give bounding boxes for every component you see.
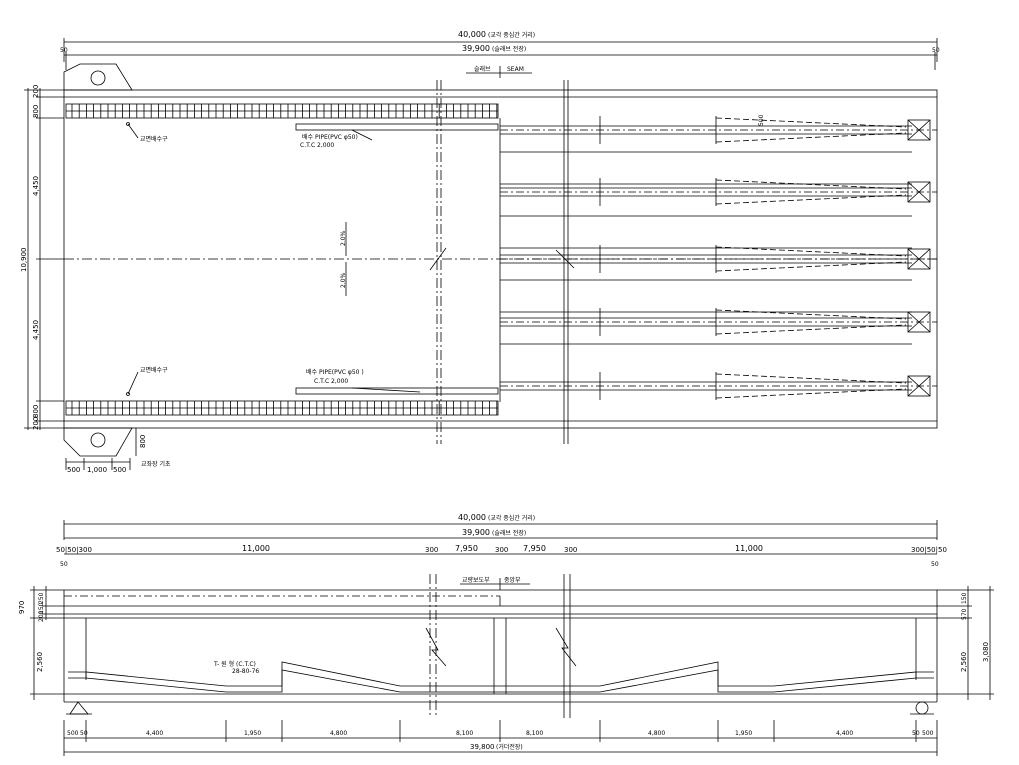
dim-250: 250: [38, 592, 45, 604]
pier-cap-bottom: 500 1,000 500 800 교좌장 기초: [63, 427, 171, 474]
b-50-r: 50: [912, 730, 920, 737]
tendon-note-1: T- 원 형 (C.T.C): [213, 660, 256, 668]
dim-570: 570: [961, 608, 968, 620]
slope-label-2: 2.0%: [340, 272, 347, 288]
elev-end-left: 50: [60, 561, 68, 568]
plan-overall-length: 40,000: [458, 30, 486, 39]
elev-center-right: 중앙부: [504, 576, 521, 584]
elev-seg-mid-b: 7,950: [523, 544, 546, 553]
slope-label-1: 2.0%: [340, 230, 347, 246]
elev-slab-length-note: (슬래브 전장): [492, 529, 526, 537]
dim-bot-a: 200: [32, 417, 40, 430]
elev-seg-300c: 300: [564, 546, 577, 554]
girder-line: [500, 308, 937, 336]
plan-girders: [500, 116, 937, 400]
tendon-note-2: 28-80-76: [232, 668, 259, 675]
girder-line: [500, 372, 937, 400]
b-8100-l: 8,100: [456, 730, 473, 737]
pipe-label-bottom-1: 배수 PIPE(PVC φ50 ): [306, 368, 364, 376]
b-500-r: 500: [922, 730, 934, 737]
elevation-deck: [63, 589, 938, 703]
elev-slab-length: 39,900: [462, 528, 490, 537]
pipe-label-top-2: C.T.C 2,000: [300, 142, 334, 149]
elev-seg-mid-a: 7,950: [455, 544, 478, 553]
dim-2560-left: 2,560: [36, 652, 44, 672]
dim-150r: 150: [961, 592, 968, 604]
pier-dim-a: 500: [67, 466, 80, 474]
railing-top: [65, 103, 499, 119]
pier-dim-v: 800: [139, 435, 147, 448]
b-4400-r: 4,400: [836, 730, 853, 737]
railing-top-posts: [71, 104, 498, 118]
dim-lower-half: 4,450: [32, 320, 40, 340]
b-50-l: 50: [80, 730, 88, 737]
plan-top-dimensions: 40,000 (교각 중심간 거리) 39,900 (슬래브 전장) 50 50…: [60, 30, 940, 78]
railing-bottom-posts: [71, 401, 498, 415]
pipe-label-top-1: 배수 PIPE(PVC φ50): [302, 133, 358, 141]
railing-bottom: [65, 400, 499, 416]
dim-150: 150: [38, 602, 45, 614]
elevation-right-dimensions: 150 570 2,560 3,080: [937, 586, 994, 700]
elev-center-left: 교량보도부: [462, 577, 490, 584]
dim-970: 970: [18, 601, 26, 614]
girder-line: [500, 116, 937, 144]
b-4400-l: 4,400: [146, 730, 163, 737]
dim-3080: 3,080: [982, 642, 990, 662]
elev-seg-left: 11,000: [242, 544, 270, 553]
pier-dim-c: 500: [113, 466, 126, 474]
pier-label: 교좌장 기초: [141, 460, 171, 468]
elev-seg-right-small: 300|50|50: [911, 546, 947, 554]
pier-dim-b: 1,000: [87, 466, 107, 474]
plan-left-dimensions: 800 200 4,450 10,900 4,450 200 800: [20, 85, 64, 430]
plan-slab-length-note: (슬래브 전장): [492, 45, 526, 53]
girder-line: [500, 178, 937, 206]
dim-bot-b: 800: [32, 405, 40, 418]
support-left: [66, 701, 92, 715]
elevation-bottom-dimensions: 500 50 4,400 1,950 4,800 8,100 8,100 4,8…: [63, 720, 938, 756]
dim-2560-right: 2,560: [960, 652, 968, 672]
elevation-left-dimensions: 970 250 150 200 2,560: [18, 586, 64, 700]
plan-end-left: 50: [60, 47, 68, 54]
drain-bottom: 교면배수구 배수 PIPE(PVC φ50 ) C.T.C 2,000: [126, 366, 499, 396]
bottom-total-note: (거더전장): [496, 743, 523, 751]
bottom-total: 39,800: [470, 743, 495, 751]
drain-top: 교면배수구 배수 PIPE(PVC φ50) C.T.C 2,000: [126, 122, 499, 149]
plan-overall-length-note: (교각 중심간 거리): [488, 31, 535, 39]
elev-seg-left-small: 50|50|300: [56, 546, 92, 554]
support-right: [910, 701, 934, 715]
elev-seg-300a: 300: [425, 546, 438, 554]
girder-line: [500, 245, 937, 273]
plan-seam-left: 슬래브: [474, 65, 491, 73]
girder-bottom-profile: [85, 661, 917, 687]
b-4800-r: 4,800: [648, 730, 665, 737]
dim-upper-half: 4,450: [32, 176, 40, 196]
elevation-top-dimensions: 40,000 (교각 중심간 거리) 39,900 (슬래브 전장) 50|50…: [56, 513, 947, 568]
elev-seg-300b: 300: [495, 546, 508, 554]
plan-view: 40,000 (교각 중심간 거리) 39,900 (슬래브 전장) 50 50…: [20, 30, 940, 474]
b-8100-r: 8,100: [526, 730, 543, 737]
plan-slab-length: 39,900: [462, 44, 490, 53]
dim-200: 200: [38, 610, 45, 622]
dim-total-width: 10,900: [20, 248, 28, 273]
elev-overall-length-note: (교각 중심간 거리): [488, 514, 535, 522]
pier-cap-top: [63, 63, 133, 91]
dim-top-a: 800: [32, 105, 40, 118]
plan-end-right: 50: [932, 47, 940, 54]
b-4800-l: 4,800: [330, 730, 347, 737]
elev-overall-length: 40,000: [458, 513, 486, 522]
b-1950-r: 1,950: [735, 730, 752, 737]
drain-label-bottom: 교면배수구: [140, 366, 168, 374]
b-1950-l: 1,950: [244, 730, 261, 737]
girder-dim: 500: [758, 114, 765, 126]
elev-seg-right: 11,000: [735, 544, 763, 553]
elev-end-right: 50: [931, 561, 939, 568]
plan-seam-right: SEAM: [507, 66, 524, 73]
b-500-l: 500: [67, 730, 79, 737]
pipe-label-bottom-2: C.T.C 2,000: [314, 378, 348, 385]
elevation-view: 40,000 (교각 중심간 거리) 39,900 (슬래브 전장) 50|50…: [18, 513, 994, 756]
drain-label-top: 교면배수구: [140, 135, 168, 143]
dim-top-b: 200: [32, 85, 40, 98]
